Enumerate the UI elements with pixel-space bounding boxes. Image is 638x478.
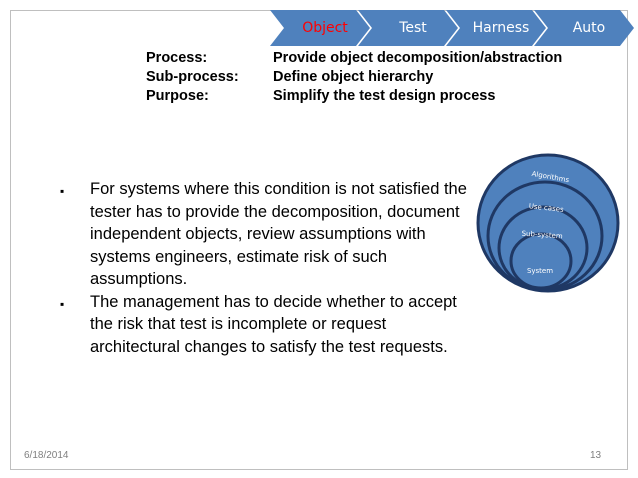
layer-ring-system — [509, 232, 573, 290]
square-bullet-icon: ▪ — [60, 296, 65, 311]
chevron-shape — [534, 10, 634, 46]
bullet-text: For systems where this condition is not … — [90, 180, 467, 288]
chevron-shape — [358, 10, 458, 46]
process-info: Process: Provide object decomposition/ab… — [146, 49, 562, 106]
square-bullet-icon: ▪ — [60, 184, 65, 198]
chevron-step-harness[interactable]: Harness — [446, 10, 546, 46]
purpose-row: Purpose: Simplify the test design proces… — [146, 87, 562, 106]
chevron-label: Auto — [572, 20, 606, 36]
sub-process-value: Define object hierarchy — [273, 69, 434, 85]
process-key: Process: — [146, 50, 208, 66]
chevron-label: Object — [302, 20, 348, 36]
chevron-step-object[interactable]: Object — [270, 10, 370, 46]
chevron-label: Test — [399, 20, 427, 36]
chevron-step-auto[interactable]: Auto — [534, 10, 634, 46]
chevron-shape — [270, 10, 370, 46]
layer-label-system: System — [527, 267, 553, 275]
layer-label-sub-system: Sub-system — [521, 230, 563, 241]
purpose-key: Purpose: — [146, 88, 209, 104]
process-row: Process: Provide object decomposition/ab… — [146, 49, 562, 68]
sub-process-row: Sub-process: Define object hierarchy — [146, 68, 562, 87]
chevron-label: Harness — [472, 20, 530, 36]
object-hierarchy-diagram: Algorithms Use cases Sub-system System — [476, 153, 620, 293]
footer-date: 6/18/2014 — [24, 450, 69, 461]
chevron-step-test[interactable]: Test — [358, 10, 458, 46]
process-chevron-nav: Object Test Harness Auto — [270, 10, 636, 46]
chevron-shape — [446, 10, 546, 46]
bullet-list: ▪ For systems where this condition is no… — [60, 178, 472, 358]
process-value: Provide object decomposition/abstraction — [273, 50, 563, 66]
sub-process-key: Sub-process: — [146, 69, 239, 85]
bullet-text: The management has to decide whether to … — [90, 292, 457, 356]
footer-page-number: 13 — [590, 450, 602, 461]
bullet-item: ▪ For systems where this condition is no… — [60, 178, 472, 291]
bullet-item: ▪ The management has to decide whether t… — [60, 291, 472, 359]
layer-label-use-cases: Use cases — [528, 202, 564, 214]
purpose-value: Simplify the test design process — [273, 88, 496, 104]
